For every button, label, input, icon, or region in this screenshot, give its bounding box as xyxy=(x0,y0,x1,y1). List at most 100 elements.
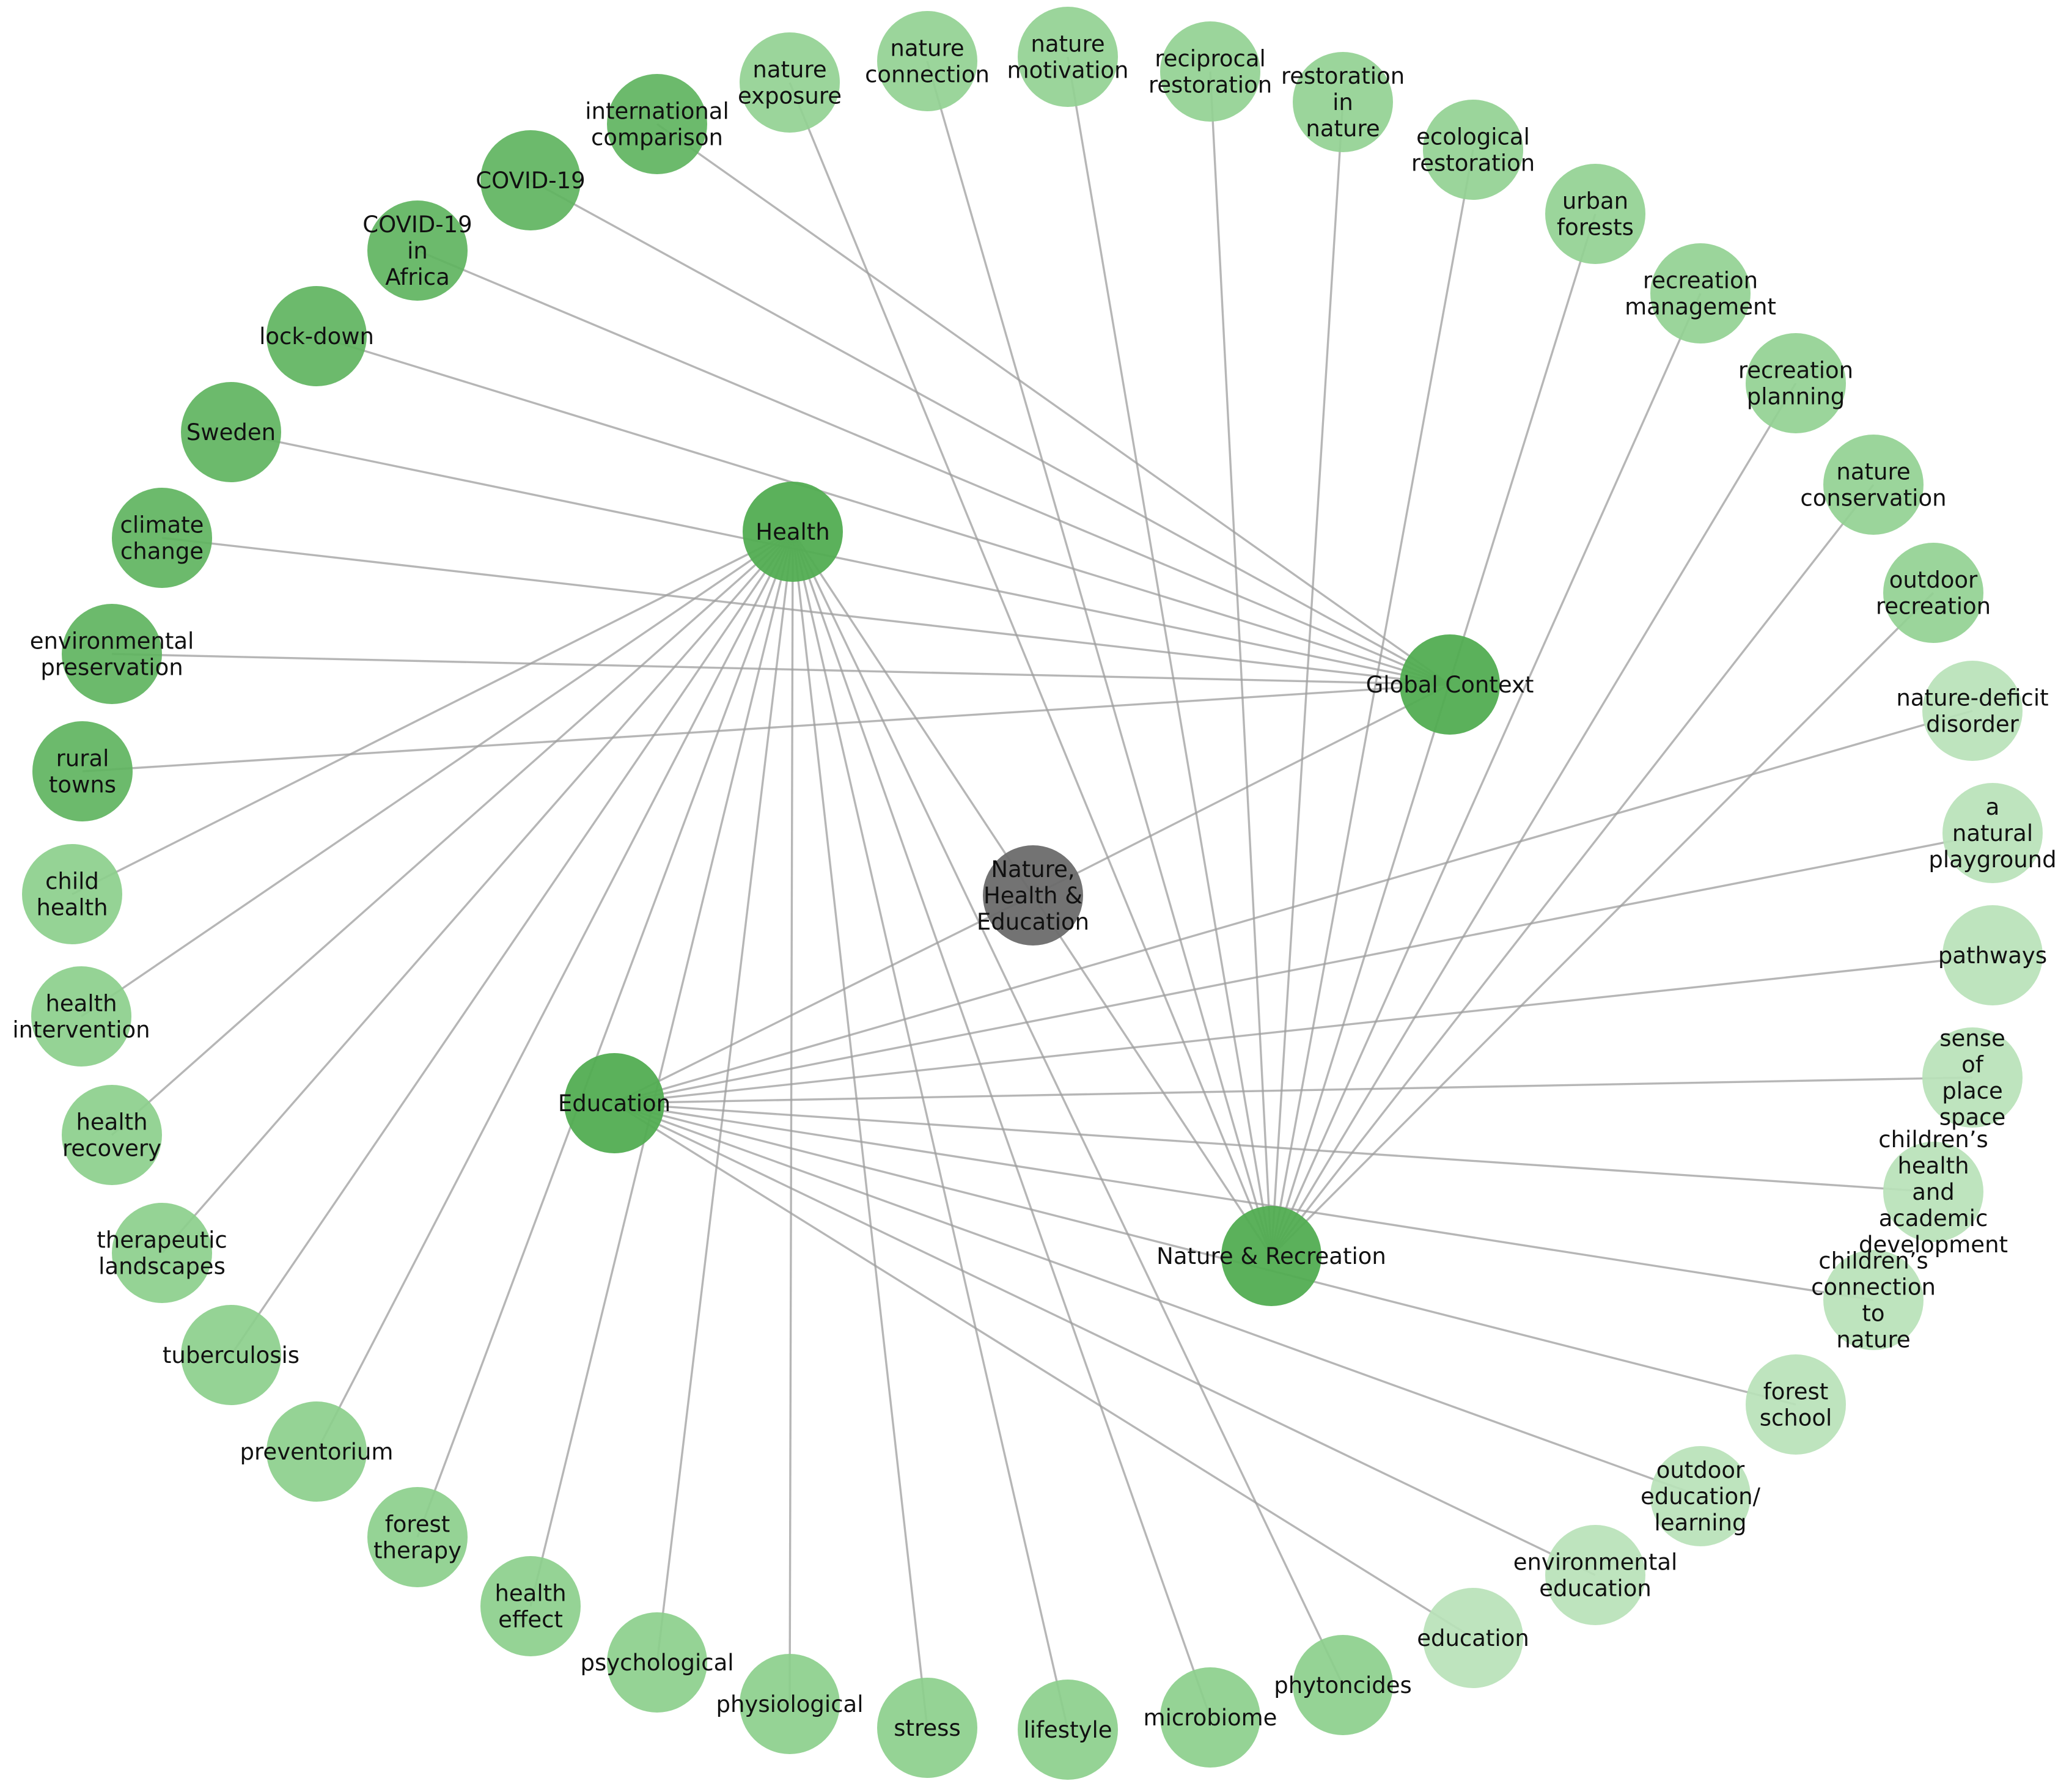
edge-global-to-rural-towns xyxy=(82,683,1450,773)
center-node-label-line: Health & xyxy=(983,883,1082,909)
center-node-center: Nature,Health &Education xyxy=(977,845,1089,946)
leaf-node-label-line: in xyxy=(1332,89,1353,116)
leaf-node-label-line: effect xyxy=(498,1606,563,1632)
leaf-node-label-line: health xyxy=(1897,1153,1969,1179)
leaf-node-circle xyxy=(1018,1680,1118,1780)
leaf-node-label-line: health xyxy=(36,894,108,920)
leaf-node-label: microbiome xyxy=(1144,1705,1277,1731)
edge-education-to-childrens-connection xyxy=(614,1102,1874,1301)
edge-health-to-therapeutic-landscapes xyxy=(161,531,794,1254)
leaf-node-circle xyxy=(1942,905,2043,1005)
edge-education-to-outdoor-education xyxy=(614,1102,1701,1497)
leaf-node-label-line: health xyxy=(45,990,117,1016)
category-node-label-line: Global Context xyxy=(1366,672,1534,698)
leaf-node-label-line: nature xyxy=(1306,116,1380,142)
leaf-node-circle xyxy=(877,1678,977,1778)
leaf-node-label-line: preservation xyxy=(40,654,183,680)
edge-health-to-health-intervention xyxy=(81,531,793,1018)
leaf-node-label-line: pathways xyxy=(1938,942,2047,969)
leaf-node-label-line: landscapes xyxy=(98,1253,226,1279)
leaf-node-label-line: recreation xyxy=(1643,267,1758,293)
leaf-node-label-line: psychological xyxy=(580,1650,733,1676)
leaf-node-lifestyle: lifestyle xyxy=(1018,1680,1118,1780)
leaf-node-circle xyxy=(112,1203,212,1303)
center-node-label: Nature,Health &Education xyxy=(977,856,1089,935)
leaf-node-label-line: phytoncides xyxy=(1274,1672,1412,1698)
leaf-node-label-line: recreation xyxy=(1876,593,1991,619)
category-node-label-line: Health xyxy=(755,519,830,545)
edge-nature-to-urban-forests xyxy=(1270,213,1597,1257)
leaf-node-label-line: intervention xyxy=(12,1016,150,1043)
leaf-node-label-line: recovery xyxy=(62,1135,161,1161)
leaf-node-label-line: Sweden xyxy=(186,419,276,446)
leaf-node-microbiome: microbiome xyxy=(1144,1667,1277,1768)
leaf-node-label-line: therapy xyxy=(373,1537,461,1563)
leaf-node-label-line: connection xyxy=(865,61,990,87)
leaf-node-label-line: nature xyxy=(1836,1326,1910,1353)
leaf-node-sweden: Sweden xyxy=(181,382,281,482)
edge-education-to-pathways xyxy=(614,954,1993,1104)
leaf-node-label-line: forests xyxy=(1557,214,1634,240)
leaf-node-label-line: management xyxy=(1625,293,1776,320)
leaf-node-circle xyxy=(62,1085,162,1185)
leaf-node-label-line: outdoor xyxy=(1656,1457,1745,1483)
leaf-node-label: education xyxy=(1417,1625,1529,1651)
category-node-circle xyxy=(1400,634,1500,735)
edge-education-to-forest-school xyxy=(614,1102,1796,1406)
leaf-node-circle xyxy=(112,488,212,588)
edge-education-to-natural-playground xyxy=(614,832,1993,1104)
leaf-node-circle xyxy=(1922,661,2023,761)
center-node-label-line: Nature, xyxy=(991,856,1075,883)
leaf-node-education-topic: education xyxy=(1417,1588,1529,1688)
edge-education-to-sense-of-place xyxy=(614,1076,1973,1104)
leaf-node-physiological: physiological xyxy=(716,1654,864,1754)
leaf-node-lock-down: lock-down xyxy=(259,286,374,386)
leaf-node-label-line: place xyxy=(1942,1078,2003,1104)
leaf-node-label-line: environmental xyxy=(30,628,194,654)
leaf-node-label-line: and xyxy=(1912,1179,1955,1205)
leaf-node-label-line: towns xyxy=(49,771,116,798)
leaf-node-circle xyxy=(31,966,131,1067)
leaf-node-label-line: therapeutic xyxy=(97,1227,227,1253)
edge-global-to-lock-down xyxy=(316,335,1450,686)
leaf-node-circle xyxy=(1883,1142,1983,1242)
edge-nature-to-nature-conservation xyxy=(1270,483,1875,1257)
leaf-node-label-line: change xyxy=(120,538,204,564)
edge-global-to-climate-change xyxy=(161,537,1450,686)
edge-nature-to-reciprocal-restoration xyxy=(1209,71,1273,1257)
edge-health-to-phytoncides xyxy=(792,531,1344,1686)
leaf-node-label: tuberculosis xyxy=(163,1342,300,1368)
leaf-node-label-line: nature-deficit xyxy=(1896,685,2048,711)
edge-global-to-covid-19 xyxy=(530,179,1450,686)
leaf-node-circle xyxy=(1650,243,1751,343)
edge-health-to-forest-therapy xyxy=(416,531,794,1538)
leaf-node-label: physiological xyxy=(716,1691,863,1717)
leaf-node-label-line: of xyxy=(1961,1051,1984,1078)
leaf-node-label: stress xyxy=(894,1715,961,1741)
leaf-node-label-line: motivation xyxy=(1007,57,1129,83)
leaf-node-label-line: development xyxy=(1859,1232,2008,1258)
leaf-node-circle xyxy=(367,200,468,301)
leaf-node-label-line: restoration xyxy=(1148,72,1272,98)
